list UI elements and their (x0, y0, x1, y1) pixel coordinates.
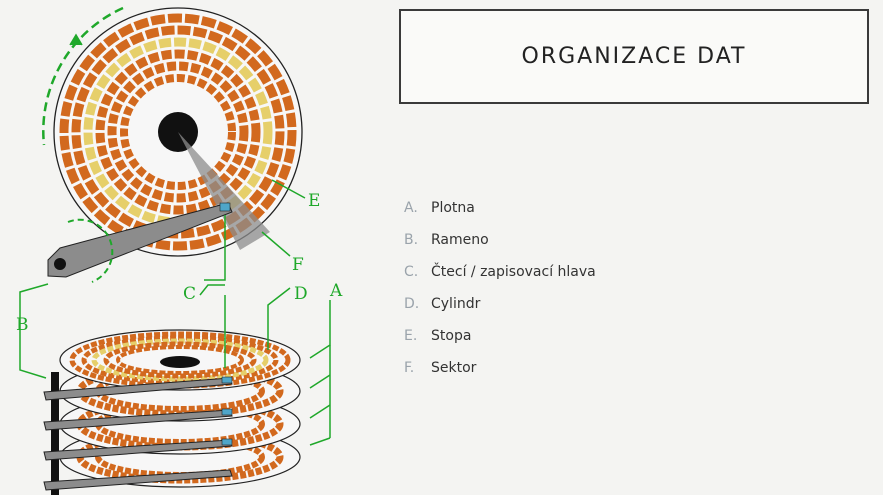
list-item-text: Plotna (431, 200, 475, 216)
top-arm (47, 202, 233, 278)
list-item: F. Sektor (404, 358, 596, 390)
component-list: A. Plotna B. Rameno C. Čtecí / zapisovací h… (404, 198, 596, 390)
arm-assembly (43, 372, 233, 495)
list-item-text: Rameno (431, 232, 489, 248)
list-marker: B. (404, 232, 419, 248)
sector-highlight (178, 132, 270, 250)
label-b: B (16, 315, 29, 335)
list-marker: A. (404, 200, 418, 216)
platter-stack (59, 329, 301, 488)
list-item: B. Rameno (404, 230, 596, 262)
platter-1 (59, 329, 301, 391)
list-item: C. Čtecí / zapisovací hlava (404, 262, 596, 294)
list-item-text: Stopa (431, 328, 472, 344)
list-item-text: Sektor (431, 360, 477, 376)
list-item: E. Stopa (404, 326, 596, 358)
list-item: D. Cylindr (404, 294, 596, 326)
slide-title: ORGANIZACE DAT (521, 44, 747, 69)
annotation-lines (19, 6, 331, 446)
list-item-text: Čtecí / zapisovací hlava (431, 264, 596, 280)
list-marker: F. (404, 360, 415, 376)
annotation-labels: A B C D E F (16, 191, 343, 335)
hard-disk-diagram: A B C D E F (16, 6, 343, 495)
platter-top-view (53, 7, 303, 257)
list-marker: D. (404, 296, 420, 312)
label-e: E (308, 191, 320, 211)
label-d: D (294, 284, 308, 304)
label-c: C (183, 284, 196, 304)
list-marker: E. (404, 328, 418, 344)
list-item: A. Plotna (404, 198, 596, 230)
list-item-text: Cylindr (431, 296, 481, 312)
label-a: A (329, 281, 343, 301)
label-f: F (292, 255, 304, 275)
list-marker: C. (404, 264, 419, 280)
slide-title-box: ORGANIZACE DAT (399, 9, 869, 104)
